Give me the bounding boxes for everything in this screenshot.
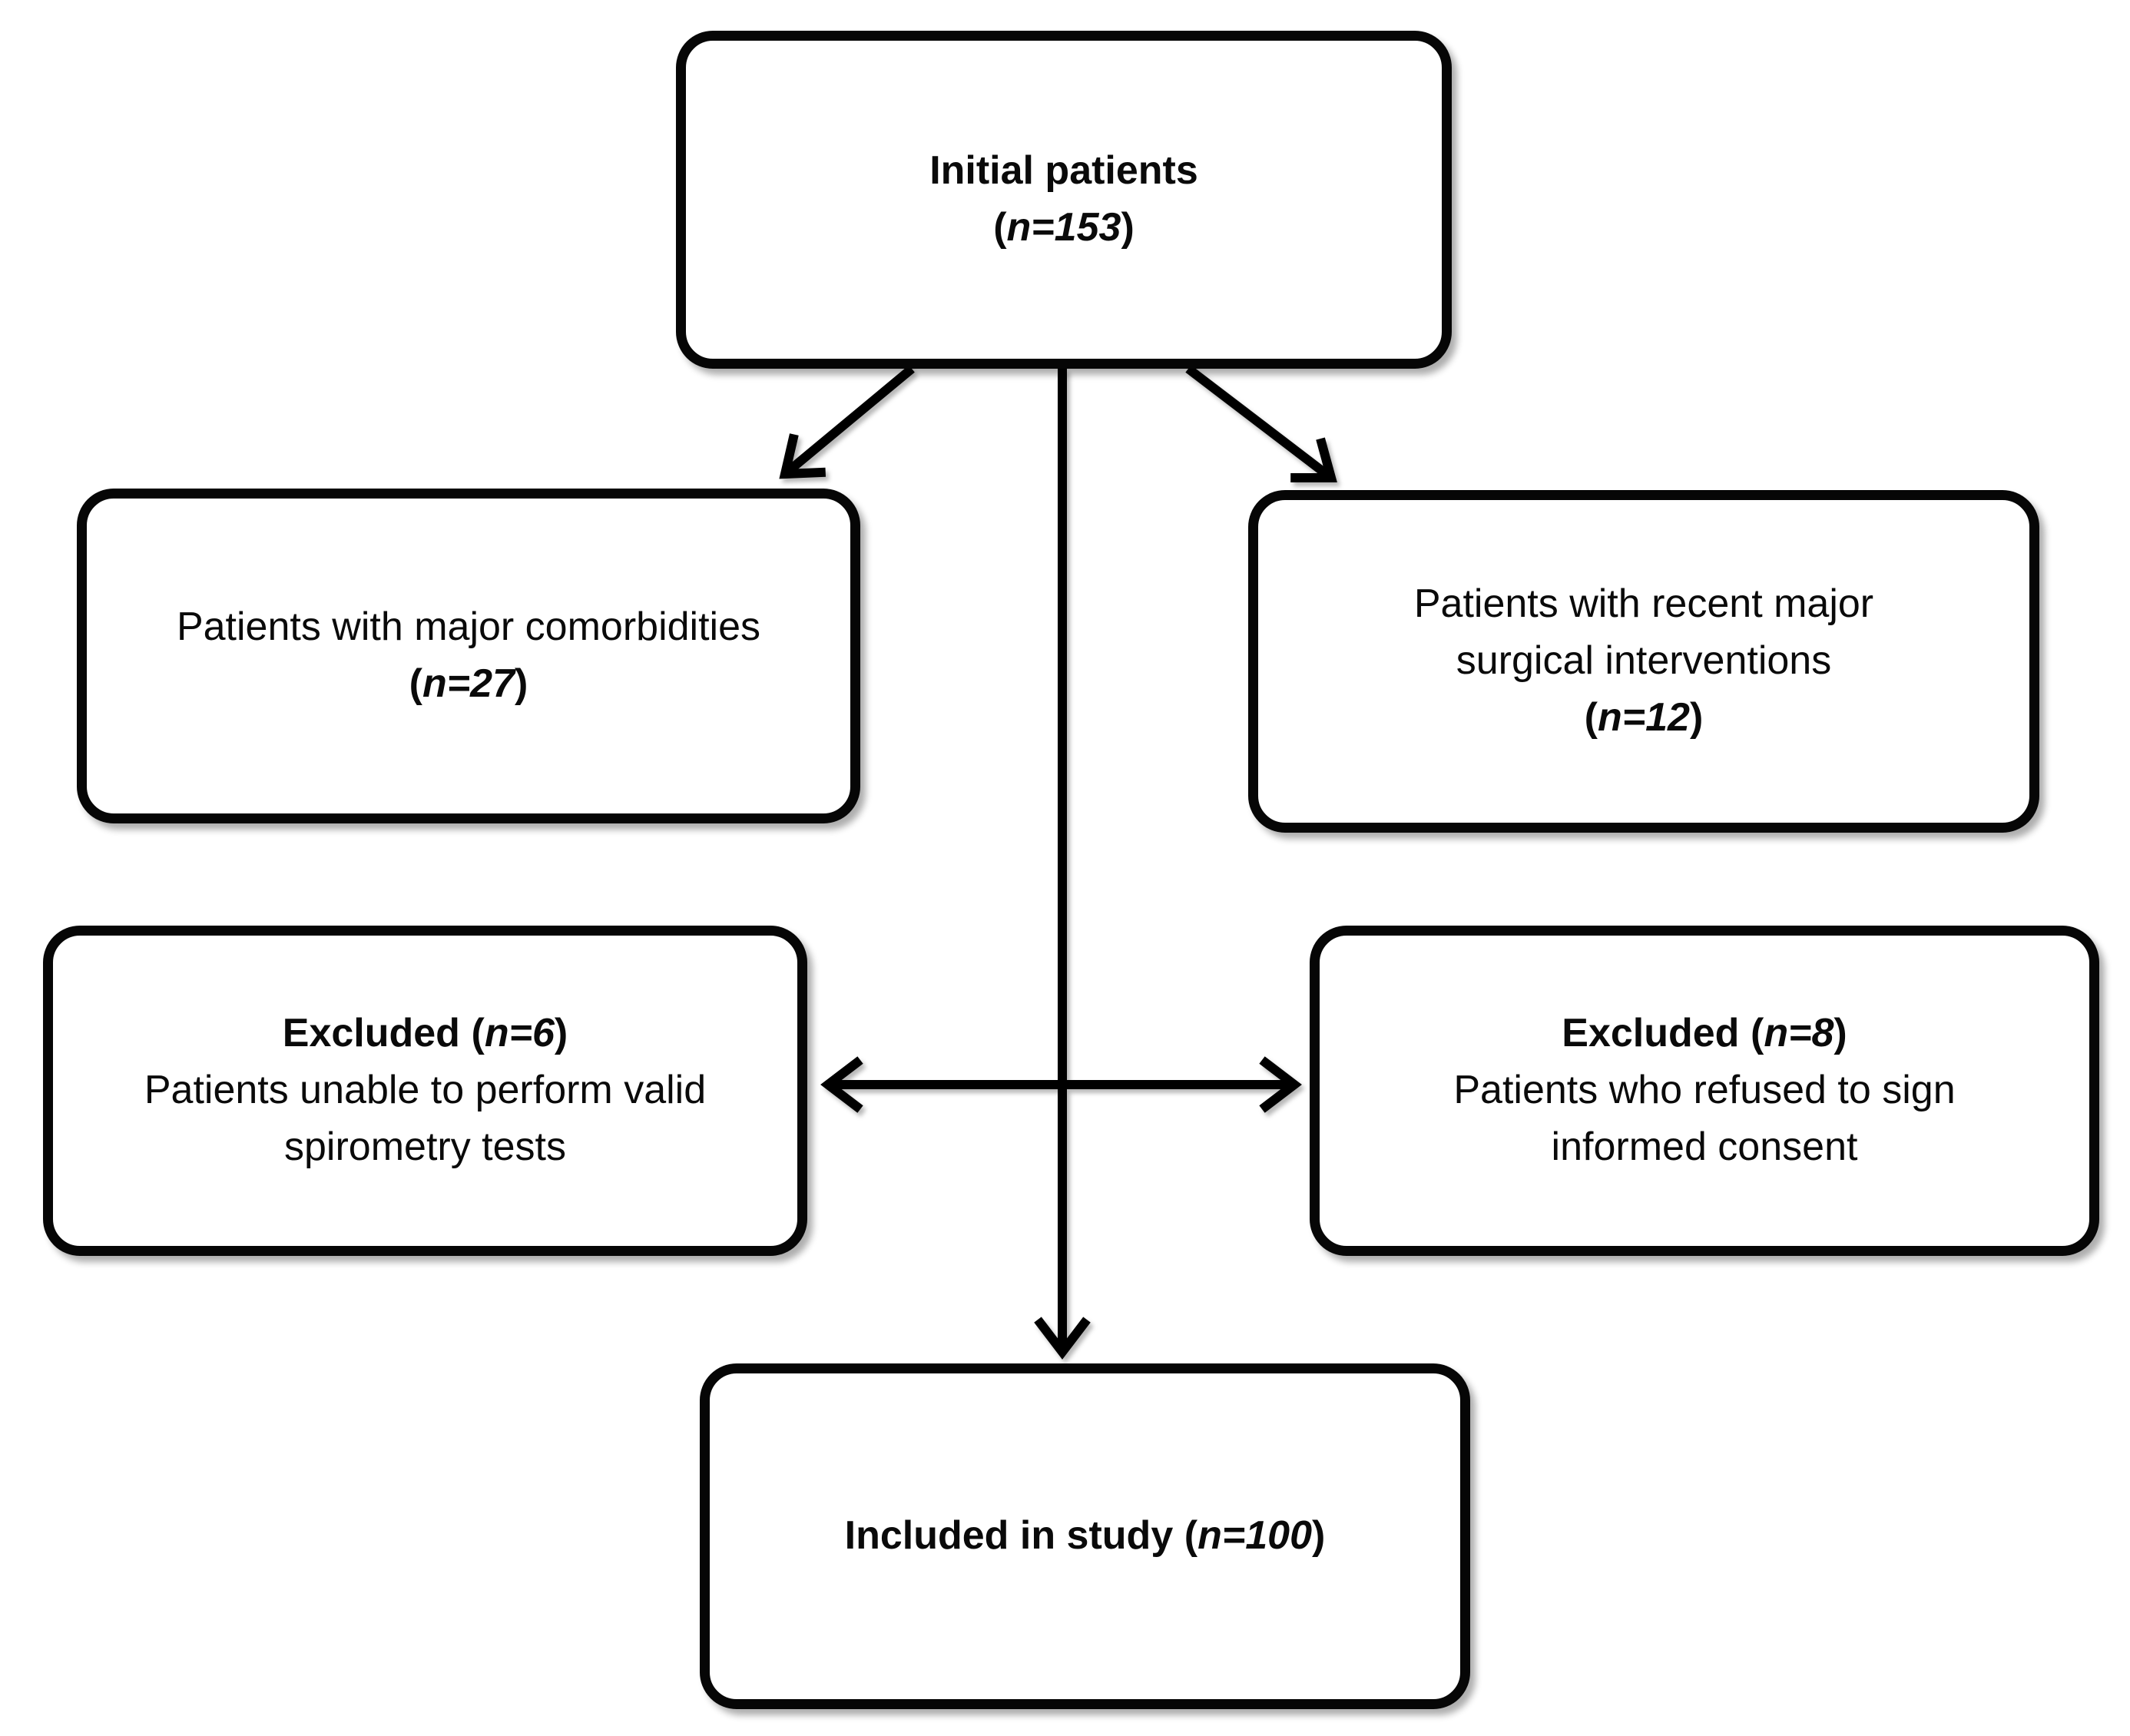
excluded-spirometry-line2: spirometry tests bbox=[284, 1119, 566, 1176]
flow-box-major-comorbidities: Patients with major comorbidities (n=27) bbox=[77, 489, 860, 823]
flow-box-initial-patients: Initial patients (n=153) bbox=[676, 31, 1452, 369]
excluded-consent-header: Excluded(n=8) bbox=[1562, 1005, 1847, 1062]
count-open-paren: ( bbox=[1751, 1011, 1764, 1056]
comorbidities-text-line1: Patients with major comorbidities bbox=[176, 605, 761, 650]
surgical-line2-text: surgical interventions bbox=[1456, 638, 1832, 684]
arrow-initial-to-surgical bbox=[1185, 365, 1337, 483]
excluded-spirometry-header: Excluded(n=6) bbox=[283, 1005, 568, 1062]
excluded-title: Excluded bbox=[1562, 1011, 1740, 1056]
count-open-paren: ( bbox=[1584, 694, 1598, 740]
initial-patients-title-text: Initial patients bbox=[929, 148, 1198, 194]
count-value: n=8 bbox=[1764, 1011, 1834, 1056]
initial-patients-count: (n=153) bbox=[993, 200, 1135, 257]
count-close-paren: ) bbox=[514, 661, 528, 706]
initial-patients-title: Initial patients bbox=[929, 143, 1198, 200]
count-value: n=153 bbox=[1006, 205, 1121, 250]
count-open-paren: ( bbox=[993, 205, 1007, 250]
excluded-spirometry-line1-text: Patients unable to perform valid bbox=[144, 1068, 707, 1113]
excluded-consent-line2: informed consent bbox=[1552, 1119, 1858, 1176]
count-open-paren: ( bbox=[471, 1011, 485, 1056]
surgical-text-line1: Patients with recent major bbox=[1414, 576, 1873, 633]
count-value: n=100 bbox=[1198, 1513, 1312, 1559]
surgical-count: (n=12) bbox=[1585, 690, 1704, 747]
flow-box-included-in-study: Included in study(n=100) bbox=[700, 1363, 1470, 1709]
count-close-paren: ) bbox=[554, 1011, 568, 1056]
included-header: Included in study(n=100) bbox=[845, 1508, 1326, 1565]
count-open-paren: ( bbox=[1184, 1513, 1198, 1559]
count-value: n=6 bbox=[484, 1011, 555, 1056]
flow-box-surgical-interventions: Patients with recent major surgical inte… bbox=[1248, 490, 2039, 833]
surgical-text-line2: surgical interventions bbox=[1456, 633, 1831, 690]
excluded-title: Excluded bbox=[282, 1011, 460, 1056]
excluded-consent-line2-text: informed consent bbox=[1551, 1124, 1858, 1169]
comorbidities-count: (n=27) bbox=[409, 656, 528, 713]
included-title: Included in study bbox=[844, 1513, 1174, 1559]
surgical-line1-text: Patients with recent major bbox=[1413, 581, 1874, 627]
flow-box-excluded-consent: Excluded(n=8) Patients who refused to si… bbox=[1310, 926, 2099, 1256]
count-close-paren: ) bbox=[1312, 1513, 1326, 1559]
count-open-paren: ( bbox=[409, 661, 422, 706]
count-close-paren: ) bbox=[1121, 205, 1135, 250]
count-value: n=27 bbox=[422, 661, 515, 706]
count-value: n=12 bbox=[1598, 694, 1690, 740]
excluded-spirometry-line2-text: spirometry tests bbox=[284, 1124, 566, 1169]
count-close-paren: ) bbox=[1834, 1011, 1847, 1056]
comorbidities-text: Patients with major comorbidities bbox=[177, 599, 760, 656]
count-close-paren: ) bbox=[1689, 694, 1704, 740]
excluded-spirometry-line1: Patients unable to perform valid bbox=[144, 1062, 706, 1119]
excluded-consent-line1: Patients who refused to sign bbox=[1453, 1062, 1955, 1119]
flow-box-excluded-spirometry: Excluded(n=6) Patients unable to perform… bbox=[43, 926, 807, 1256]
arrow-initial-to-comorbidities bbox=[779, 365, 915, 479]
excluded-consent-line1-text: Patients who refused to sign bbox=[1453, 1068, 1956, 1113]
